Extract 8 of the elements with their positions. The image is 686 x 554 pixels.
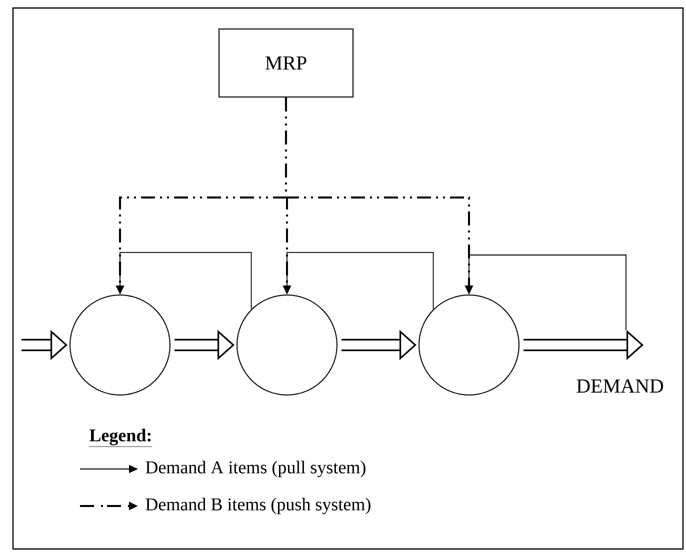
legend-text: Demand B items (push system) (146, 498, 370, 514)
legend-heading: Legend: (89, 428, 152, 447)
workstation-circle (418, 294, 520, 396)
process-box: MRP (218, 28, 354, 98)
workstation-circle (236, 294, 338, 396)
edge-label: DEMAND (576, 379, 664, 393)
legend-text: Demand A items (pull system) (146, 460, 366, 478)
workstation-circle (70, 294, 170, 396)
